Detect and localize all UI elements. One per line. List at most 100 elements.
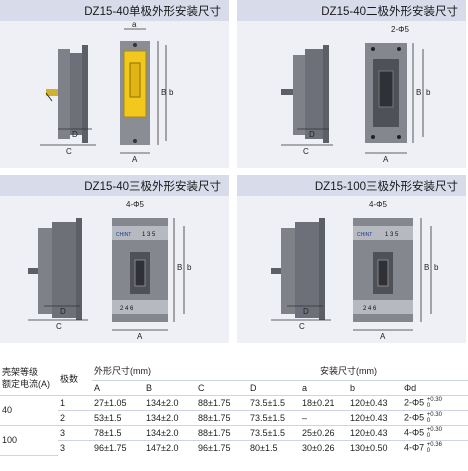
drawing-panel-1p: DZ15-40单极外形安装尺寸 D C A B b a bbox=[0, 0, 229, 168]
header-outline: 外形尺寸(mm) bbox=[92, 362, 300, 381]
col-header: A bbox=[92, 380, 144, 396]
hole-spec: 2-Φ5 bbox=[404, 396, 425, 407]
cell-D: 73.5±1.5 bbox=[248, 410, 300, 426]
table-row: 2 53±1.5 134±2.0 88±1.75 73.5±1.5 – 120±… bbox=[0, 410, 468, 426]
dim-label-a: a bbox=[132, 21, 137, 29]
dim-label-B: B bbox=[161, 88, 166, 97]
terminal-bottom: 2 4 6 bbox=[120, 306, 134, 312]
dim-label-C: C bbox=[66, 147, 72, 156]
drawing-3p-100: CHINT 1 3 5 2 4 6 4-Φ5 D C A B b bbox=[271, 200, 439, 341]
handle-slot bbox=[129, 62, 141, 98]
table-subheader-row: A B C D a b Φd bbox=[0, 380, 468, 396]
dim-label-b: b bbox=[434, 263, 439, 272]
side-rail bbox=[76, 218, 82, 320]
table-row: 100 3 78±1.5 134±2.0 88±1.75 73.5±1.5 25… bbox=[0, 425, 468, 456]
spec-table-section: 壳架等级 额定电流(A) 极数 外形尺寸(mm) 安装尺寸(mm) A B C … bbox=[0, 362, 468, 471]
dim-label-B: B bbox=[424, 263, 429, 272]
cell-b: 120±0.43 bbox=[348, 410, 402, 426]
cell-C: 88±1.75 bbox=[196, 410, 248, 426]
cell-B: 147±2.0 bbox=[146, 442, 179, 453]
side-body bbox=[58, 49, 70, 139]
drawing-1p: D C A B b a bbox=[40, 21, 174, 164]
handle bbox=[377, 259, 389, 287]
header-frame-rating: 壳架等级 bbox=[2, 367, 39, 378]
header-rated-current: 额定电流(A) bbox=[2, 379, 50, 390]
cell-B: 134±2.0 bbox=[144, 395, 196, 411]
cell-B: 134±2.0 bbox=[144, 410, 196, 426]
panel-title: DZ15-40单极外形安装尺寸 bbox=[84, 6, 221, 18]
dim-label-b: b bbox=[426, 88, 431, 97]
cell-C: 88±1.75 bbox=[196, 395, 248, 411]
panel-header: DZ15-40三极外形安装尺寸 bbox=[0, 175, 229, 196]
poles-cell: 1 bbox=[58, 395, 92, 411]
drawing-2p: 2-Φ5 D C A B b bbox=[281, 25, 431, 164]
drawing-3p-40: CHINT 1 3 5 2 4 6 4-Φ5 D C A B b bbox=[28, 200, 192, 341]
dim-label-C: C bbox=[56, 322, 62, 331]
frame-cell: 40 bbox=[0, 395, 58, 426]
cell-A: 27±1.05 bbox=[92, 395, 144, 411]
cell-a: – bbox=[300, 410, 348, 426]
dim-label-A: A bbox=[380, 332, 386, 341]
dim-label-D: D bbox=[72, 130, 78, 139]
dim-label-b: b bbox=[187, 263, 192, 272]
side-body bbox=[38, 228, 52, 314]
cell-b: 130±0.50 bbox=[350, 442, 388, 453]
poles-cell: 2 bbox=[58, 410, 92, 426]
panel-title: DZ15-40三极外形安装尺寸 bbox=[84, 181, 221, 193]
cell-C: 88±1.75 bbox=[196, 425, 248, 441]
table-row: 40 1 27±1.05 134±2.0 88±1.75 73.5±1.5 18… bbox=[0, 395, 468, 426]
hole-label: 4-Φ5 bbox=[369, 200, 387, 209]
frame-cell: 100 bbox=[0, 425, 58, 456]
panel-title: DZ15-40二极外形安装尺寸 bbox=[321, 6, 458, 18]
hole-spec: 4-Φ5 bbox=[404, 426, 425, 437]
header-poles: 极数 bbox=[58, 362, 92, 396]
dim-label-B: B bbox=[416, 88, 421, 97]
side-rail bbox=[323, 45, 329, 143]
hole-spec: 2-Φ5 bbox=[404, 411, 425, 422]
hole-spec: 4-Φ7 bbox=[404, 442, 425, 453]
col-header: b bbox=[348, 380, 402, 396]
side-body bbox=[295, 222, 319, 318]
cell-b: 120±0.43 bbox=[348, 395, 402, 411]
side-body bbox=[293, 55, 307, 135]
side-rail bbox=[319, 218, 325, 320]
cell-D: 73.5±1.5 bbox=[248, 425, 300, 441]
panel-header: DZ15-40二极外形安装尺寸 bbox=[237, 0, 466, 21]
label-strip bbox=[112, 226, 168, 240]
terminal-top: 1 3 5 bbox=[142, 232, 156, 238]
hole-label: 2-Φ5 bbox=[391, 25, 409, 34]
cell-b: 120±0.43 bbox=[348, 425, 402, 441]
drawing-panel-3p-40: DZ15-40三极外形安装尺寸 CHINT 1 3 5 2 4 6 4-Φ5 D… bbox=[0, 175, 229, 343]
cell-A: 53±1.5 bbox=[92, 410, 144, 426]
col-header: C bbox=[196, 380, 248, 396]
dim-label-C: C bbox=[299, 322, 305, 331]
dim-label-A: A bbox=[132, 155, 138, 164]
drawing-panel-2p: DZ15-40二极外形安装尺寸 2-Φ5 D C A B b bbox=[237, 0, 466, 168]
handle bbox=[378, 70, 394, 108]
brand-logo: CHINT bbox=[357, 232, 372, 238]
hole-label: 4-Φ5 bbox=[126, 200, 144, 209]
dim-label-b: b bbox=[169, 88, 174, 97]
dim-label-D: D bbox=[309, 130, 315, 139]
table-row: 3 96±1.75 147±2.0 96±1.75 80±1.5 30±0.26… bbox=[0, 440, 468, 455]
header-mounting: 安装尺寸(mm) bbox=[300, 362, 468, 381]
dim-label-A: A bbox=[383, 155, 389, 164]
handle-side bbox=[46, 89, 58, 96]
cell-a: 18±0.21 bbox=[300, 395, 348, 411]
terminal-bottom: 2 4 6 bbox=[363, 306, 377, 312]
side-body bbox=[305, 49, 323, 139]
side-body bbox=[281, 228, 295, 314]
poles-cell: 3 bbox=[58, 425, 92, 441]
cell-C: 96±1.75 bbox=[198, 442, 231, 453]
label-strip bbox=[353, 226, 413, 240]
dim-label-A: A bbox=[137, 332, 143, 341]
col-header: a bbox=[300, 380, 348, 396]
terminal-top: 1 3 5 bbox=[385, 232, 399, 238]
